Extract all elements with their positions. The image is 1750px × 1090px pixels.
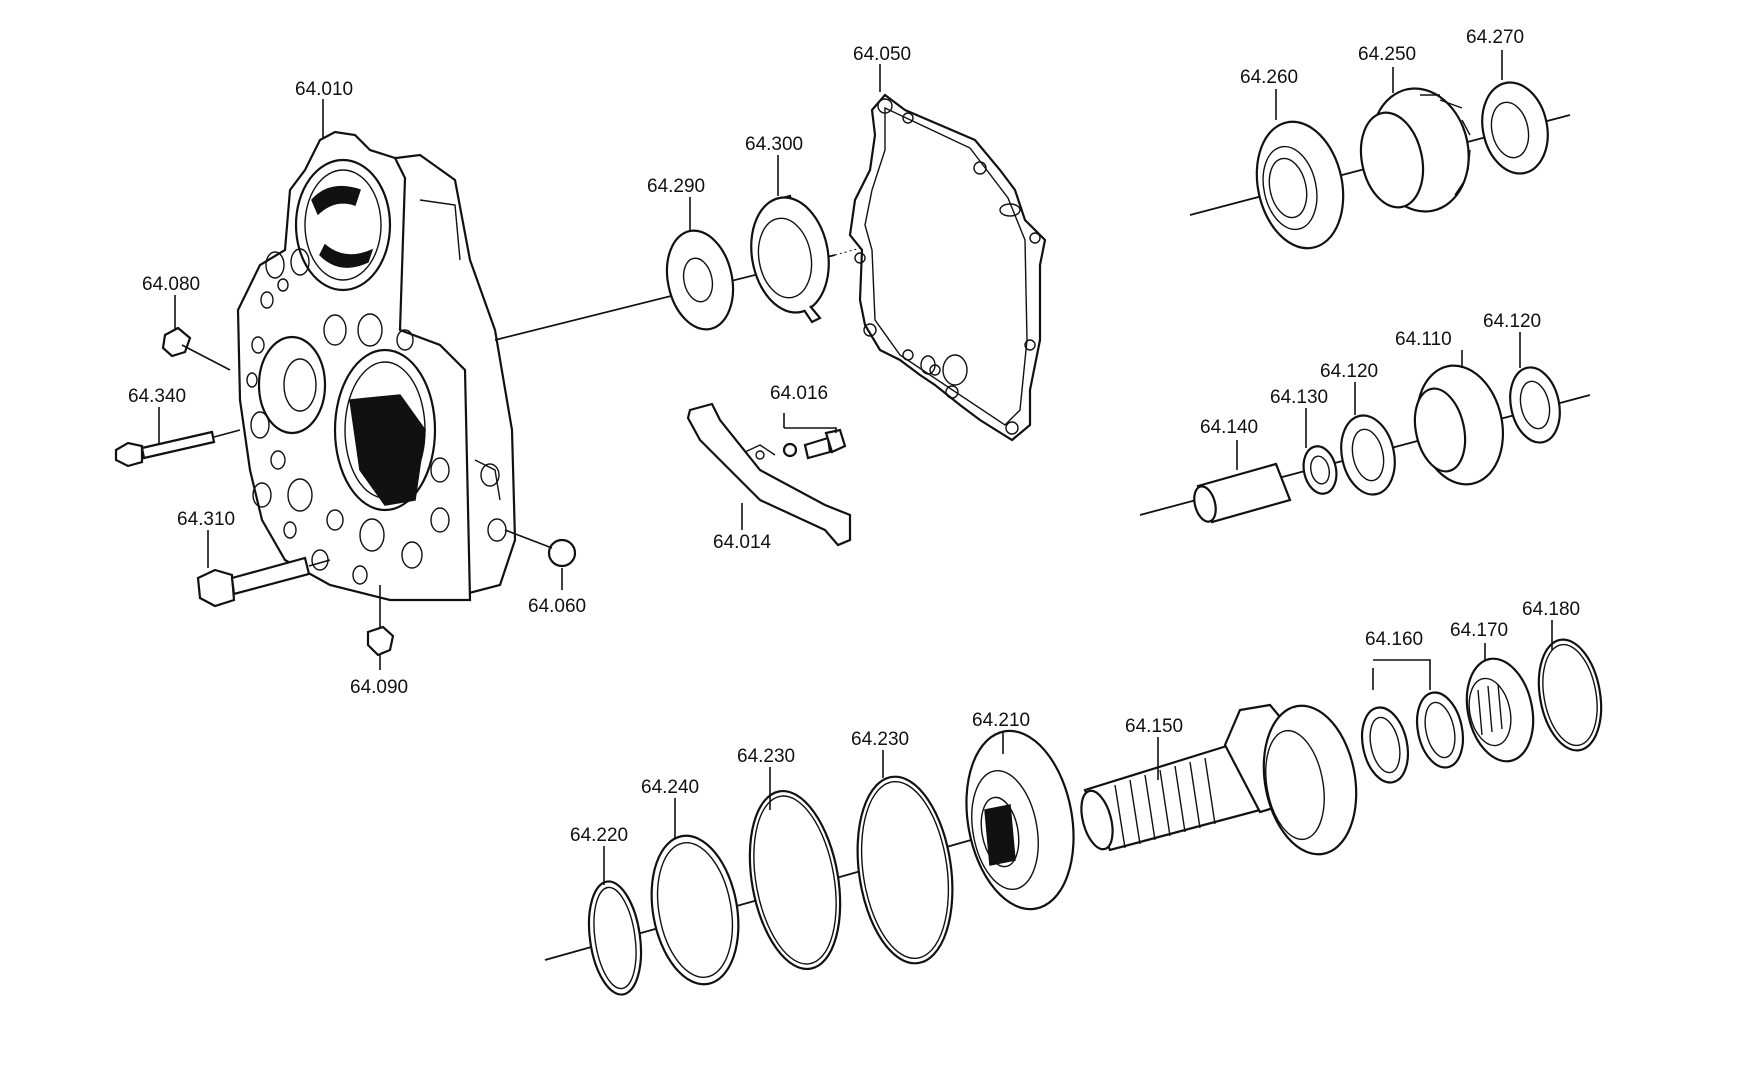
bearing-64210[interactable]	[953, 722, 1087, 917]
bearing-64270[interactable]	[1474, 76, 1556, 179]
gear-64110[interactable]	[1406, 358, 1513, 493]
leader-lines	[158, 50, 1553, 885]
label-64210: 64.210	[972, 710, 1030, 731]
label-64230-a: 64.230	[737, 746, 795, 767]
label-64300: 64.300	[745, 134, 803, 155]
label-64120-a: 64.120	[1320, 361, 1378, 382]
cage-64120b[interactable]	[1504, 363, 1567, 447]
label-64270: 64.270	[1466, 27, 1524, 48]
housing-64010[interactable]	[236, 130, 517, 602]
label-64310: 64.310	[177, 509, 235, 530]
washer-64130[interactable]	[1299, 443, 1340, 497]
label-64016: 64.016	[770, 383, 828, 404]
part-labels: 64.010 64.050 64.300 64.290 64.080 64.34…	[128, 27, 1580, 846]
label-64260: 64.260	[1240, 67, 1298, 88]
circlip-64180[interactable]	[1531, 635, 1610, 756]
label-64120-b: 64.120	[1483, 311, 1541, 332]
label-64014: 64.014	[713, 532, 772, 553]
label-64050: 64.050	[853, 44, 911, 65]
label-64220: 64.220	[570, 825, 628, 846]
label-64150: 64.150	[1125, 716, 1183, 737]
bolt-64340[interactable]	[114, 429, 241, 468]
label-64110: 64.110	[1395, 329, 1452, 350]
label-64290: 64.290	[647, 176, 705, 197]
label-64140: 64.140	[1200, 417, 1258, 438]
cage-64120a[interactable]	[1334, 410, 1401, 499]
label-64090: 64.090	[350, 677, 408, 698]
pin-64140[interactable]	[1191, 462, 1292, 524]
gear-64250[interactable]	[1353, 79, 1480, 220]
label-64080: 64.080	[142, 274, 200, 295]
ring-64240[interactable]	[641, 829, 750, 991]
shaft-64150[interactable]	[1076, 698, 1368, 861]
seal-cover-64300[interactable]	[743, 191, 838, 324]
label-64160: 64.160	[1365, 629, 1423, 650]
label-64170: 64.170	[1450, 620, 1508, 641]
shims-64160[interactable]	[1356, 688, 1470, 786]
label-64250: 64.250	[1358, 44, 1416, 65]
roller-bearing-64170[interactable]	[1458, 652, 1542, 767]
bracket-64014[interactable]	[686, 402, 852, 547]
plug-64060[interactable]	[504, 529, 577, 568]
bearing-64260[interactable]	[1246, 114, 1355, 257]
plug-64080[interactable]	[161, 326, 231, 371]
snapring-64230a[interactable]	[737, 784, 853, 976]
label-64240: 64.240	[641, 777, 699, 798]
label-64130: 64.130	[1270, 387, 1328, 408]
circlip-64220[interactable]	[582, 878, 647, 998]
bolt-64310[interactable]	[196, 556, 331, 608]
plug-64090[interactable]	[366, 625, 395, 657]
label-64180: 64.180	[1522, 599, 1580, 620]
label-64340: 64.340	[128, 386, 186, 407]
label-64060: 64.060	[528, 596, 586, 617]
gasket-64050[interactable]	[848, 93, 1047, 442]
label-64230-b: 64.230	[851, 729, 909, 750]
label-64010: 64.010	[295, 79, 353, 100]
cover-disc-64290[interactable]	[658, 224, 741, 335]
screw-64016[interactable]	[782, 428, 847, 460]
snapring-64230b[interactable]	[846, 771, 963, 970]
